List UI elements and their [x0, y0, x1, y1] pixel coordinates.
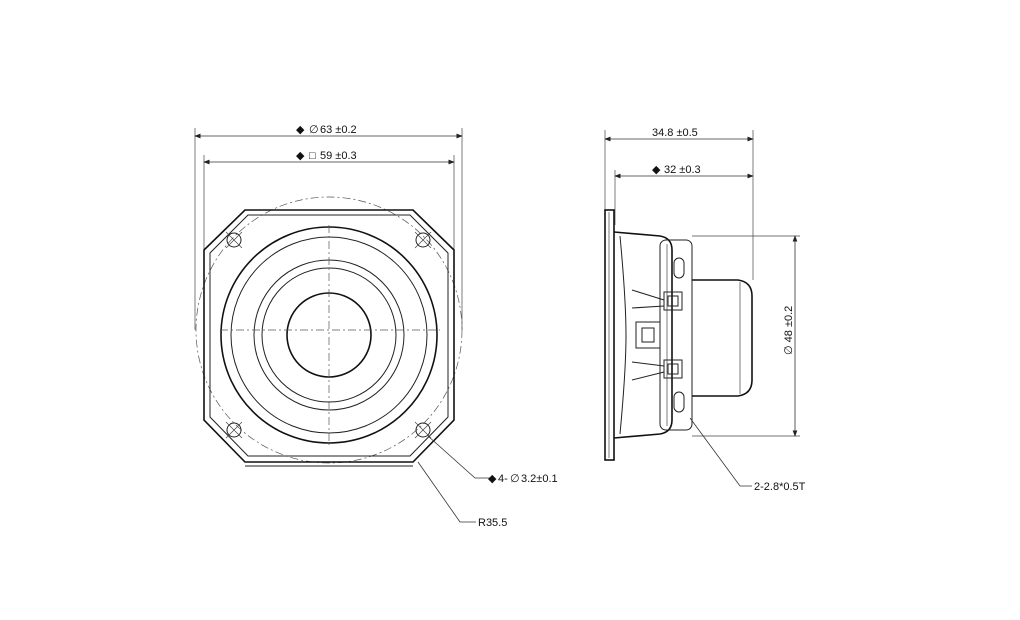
- mount-hole-diameter-symbol: ∅: [510, 473, 520, 485]
- terminal-bottom: [631, 359, 683, 381]
- square-label: 59 ±0.3: [320, 150, 357, 162]
- mount-hole-bottom-left: [225, 421, 243, 439]
- mount-hole-count: 4-: [498, 473, 508, 485]
- terminal-label: 2-2.8*0.5T: [754, 481, 806, 493]
- side-frame-plate: [659, 239, 693, 431]
- square-symbol: □: [309, 150, 316, 162]
- body-diameter-value: 48 ±0.2: [783, 306, 795, 343]
- side-basket: [613, 231, 673, 439]
- side-view: 34.8 ±0.5 ◆ 32 ±0.3: [604, 127, 806, 493]
- outer-diameter-key-mark: ◆: [296, 124, 305, 136]
- body-diameter-label: ∅ 48 ±0.2: [783, 306, 795, 355]
- terminal-center-clip: [635, 321, 661, 349]
- side-flange: [604, 209, 615, 461]
- outer-diameter-label: 63 ±0.2: [320, 124, 357, 136]
- frame-outer: [203, 209, 455, 463]
- frame-inner: [209, 214, 449, 457]
- mount-hole-key-mark: ◆: [488, 473, 497, 485]
- front-view: ◆ ∅ 63 ±0.2 ◆ □ 59 ±0.3: [194, 124, 558, 529]
- body-depth-key-mark: ◆: [652, 164, 661, 176]
- terminal-top: [631, 289, 683, 311]
- side-magnet: [692, 279, 753, 397]
- terminal-leader: [689, 417, 752, 487]
- mount-hole-top-right: [414, 231, 432, 249]
- mount-hole-top-left: [225, 231, 243, 249]
- mount-hole-bottom-right: [414, 421, 432, 439]
- mount-hole-leader: [427, 435, 495, 479]
- depth-label: 34.8 ±0.5: [652, 127, 698, 139]
- outer-diameter-symbol: ∅: [309, 124, 319, 136]
- square-key-mark: ◆: [296, 150, 305, 162]
- outer-diameter-circle: [195, 196, 463, 464]
- radius-label: R35.5: [478, 517, 507, 529]
- radius-leader: [417, 461, 476, 523]
- body-depth-label: 32 ±0.3: [664, 164, 701, 176]
- body-diameter-symbol: ∅: [783, 345, 795, 355]
- mount-hole-size: 3.2±0.1: [521, 473, 558, 485]
